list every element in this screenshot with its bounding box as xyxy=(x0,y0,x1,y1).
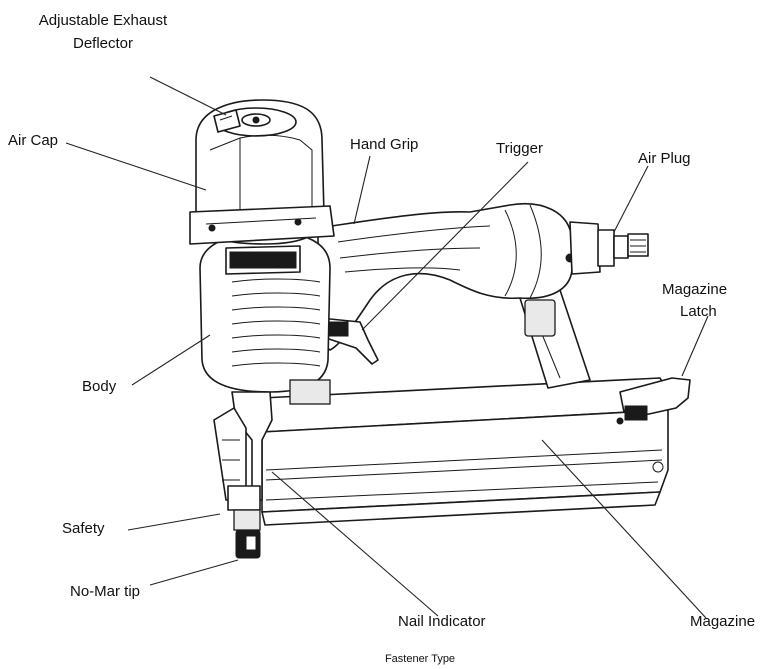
label-nail-indicator: Nail Indicator xyxy=(398,613,486,630)
leader-magazine-latch xyxy=(681,315,709,377)
leader-body xyxy=(131,334,211,386)
exhaust-deflector-part xyxy=(213,109,241,133)
label-exhaust-line2: Deflector xyxy=(73,35,133,52)
leader-air-cap xyxy=(65,142,207,191)
label-magazine: Magazine xyxy=(690,613,755,630)
leader-hand-grip xyxy=(353,155,371,225)
label-exhaust-line1: Adjustable Exhaust xyxy=(39,12,168,29)
leader-trigger xyxy=(361,161,529,331)
label-trigger: Trigger xyxy=(496,140,543,157)
leader-no-mar-tip xyxy=(149,559,239,586)
magazine-latch-part xyxy=(616,377,691,425)
leader-magazine xyxy=(541,439,707,619)
label-hand-grip: Hand Grip xyxy=(350,136,418,153)
label-no-mar-tip: No-Mar tip xyxy=(70,583,140,600)
label-air-plug: Air Plug xyxy=(638,150,691,167)
nailer-illustration xyxy=(189,99,691,559)
magazine-rail xyxy=(261,377,669,526)
label-safety: Safety xyxy=(62,520,105,537)
air-plug-fitting xyxy=(569,221,649,275)
leader-exhaust-deflector xyxy=(149,76,227,116)
leader-air-plug xyxy=(613,165,649,233)
body-housing xyxy=(199,231,331,405)
leader-lines xyxy=(65,76,709,619)
leader-safety xyxy=(127,513,221,531)
air-cap-part xyxy=(189,99,335,245)
label-air-cap: Air Cap xyxy=(8,132,58,149)
callout-labels: Adjustable Exhaust Deflector Air Cap Han… xyxy=(8,12,755,665)
label-magazine-latch-line2: Latch xyxy=(680,303,717,320)
caption-fastener-type: Fastener Type xyxy=(385,653,455,665)
nose-assembly xyxy=(213,391,273,511)
label-magazine-latch-line1: Magazine xyxy=(662,281,727,298)
leader-nail-indicator xyxy=(271,471,439,617)
label-body: Body xyxy=(82,378,117,395)
no-mar-tip-part xyxy=(233,509,261,559)
